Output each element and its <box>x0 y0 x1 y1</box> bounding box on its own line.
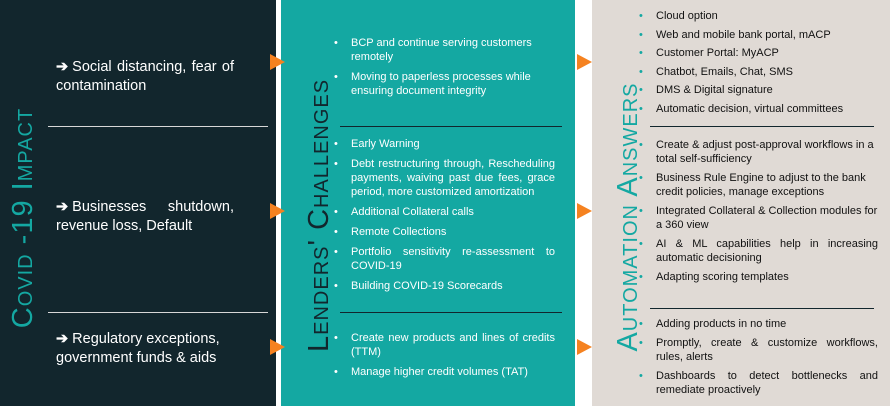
list-item: •Early Warning <box>334 138 420 150</box>
bullet-icon: • <box>639 28 643 41</box>
bullet-icon: • <box>639 205 643 217</box>
bullet-icon: • <box>334 158 338 170</box>
list-item: •Adapting scoring templates <box>639 271 789 283</box>
bullet-icon: • <box>639 47 643 59</box>
bullet-icon: • <box>334 246 338 258</box>
list-item: •Remote Collections <box>334 226 447 238</box>
bullet-icon: • <box>334 206 338 218</box>
answers-list-2: •Create & adjust post-approval workflows… <box>636 138 878 289</box>
bullet-icon: • <box>639 318 643 330</box>
impact-item: ➔Social distancing, fear of contaminatio… <box>56 59 234 94</box>
list-item: •Additional Collateral calls <box>334 206 474 218</box>
list-item: •DMS & Digital signature <box>639 84 773 96</box>
answers-list-3: •Adding products in no time •Promptly, c… <box>636 317 878 402</box>
divider <box>340 126 562 127</box>
impact-item: ➔Regulatory exceptions, government funds… <box>56 331 220 366</box>
bullet-icon: • <box>639 370 643 382</box>
automation-answers-panel <box>592 0 890 406</box>
lenders-challenges-panel <box>281 0 575 406</box>
list-item: •Portfolio sensitivity re-assessment to … <box>334 246 555 272</box>
divider <box>650 126 874 127</box>
covid-impact-title: Covid -19 Impact <box>7 107 39 329</box>
arrow-right-icon: ➔ <box>56 59 69 75</box>
list-item: •AI & ML capabilities help in increasing… <box>639 238 878 264</box>
list-item: •Integrated Collateral & Collection modu… <box>639 205 878 231</box>
bullet-icon: • <box>334 71 338 83</box>
arrow-right-icon <box>270 54 285 70</box>
list-item: •Automatic decision, virtual committees <box>639 102 844 115</box>
arrow-right-icon: ➔ <box>56 199 69 215</box>
divider <box>48 126 268 127</box>
divider <box>340 312 562 313</box>
list-item: •Customer Portal: MyACP <box>639 47 779 59</box>
list-item: •Building COVID-19 Scorecards <box>334 280 503 292</box>
list-item: •Create & adjust post-approval workflows… <box>639 139 874 165</box>
covid-impact-panel <box>0 0 276 406</box>
divider <box>48 312 268 313</box>
bullet-icon: • <box>639 139 643 151</box>
impact-item: ➔Businesses shutdown, revenue loss, Defa… <box>56 199 234 234</box>
list-item: •BCP and continue serving customers remo… <box>334 37 532 63</box>
list-item: •Adding products in no time <box>639 318 787 330</box>
list-item: •Cloud option <box>639 10 718 22</box>
arrow-right-icon <box>270 203 285 219</box>
list-item: •Moving to paperless processes while ens… <box>334 71 531 97</box>
bullet-icon: • <box>334 226 338 238</box>
list-item: •Promptly, create & customize workflows,… <box>639 337 878 363</box>
bullet-icon: • <box>639 84 643 96</box>
arrow-right-icon <box>577 54 592 70</box>
bullet-icon: • <box>334 332 338 344</box>
list-item: •Manage higher credit volumes (TAT) <box>334 366 528 378</box>
list-item: •Debt restructuring through, Reschedulin… <box>334 158 555 198</box>
arrow-right-icon <box>270 339 285 355</box>
divider <box>650 308 874 309</box>
bullet-icon: • <box>639 337 643 349</box>
arrow-right-icon <box>577 203 592 219</box>
bullet-icon: • <box>334 366 338 378</box>
arrow-right-icon <box>577 339 592 355</box>
challenges-list-3: •Create new products and lines of credit… <box>331 331 555 385</box>
list-item: •Web and mobile bank portal, mACP <box>639 28 831 41</box>
bullet-icon: • <box>639 65 643 78</box>
bullet-icon: • <box>334 280 338 292</box>
list-item: •Dashboards to detect bottlenecks and re… <box>639 370 878 396</box>
bullet-icon: • <box>639 172 643 184</box>
challenges-list-2: •Early Warning •Debt restructuring throu… <box>331 137 555 299</box>
list-item: •Business Rule Engine to adjust to the b… <box>639 172 866 198</box>
answers-list-1: •Cloud option •Web and mobile bank porta… <box>636 9 878 120</box>
bullet-icon: • <box>639 271 643 283</box>
bullet-icon: • <box>334 37 338 49</box>
challenges-list-1: •BCP and continue serving customers remo… <box>331 36 555 104</box>
list-item: •Chatbot, Emails, Chat, SMS <box>639 65 793 78</box>
bullet-icon: • <box>639 10 643 22</box>
bullet-icon: • <box>334 138 338 150</box>
bullet-icon: • <box>639 238 643 250</box>
bullet-icon: • <box>639 102 643 115</box>
arrow-right-icon: ➔ <box>56 331 69 347</box>
list-item: •Create new products and lines of credit… <box>334 332 555 358</box>
